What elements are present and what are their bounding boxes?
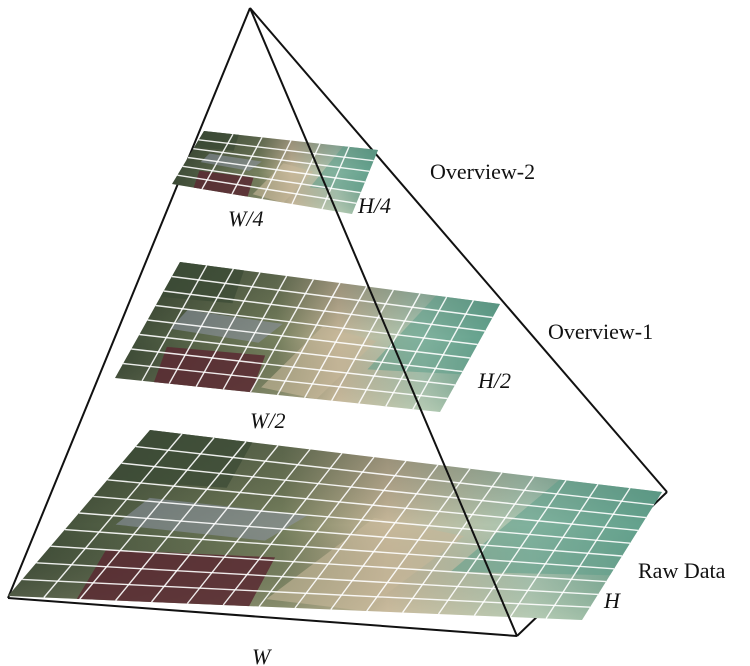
grid-line [147, 319, 471, 359]
grid-line [182, 165, 361, 194]
edge-apex-right [249, 7, 668, 493]
label-raw-data: Raw Data [638, 558, 726, 583]
grid-line [163, 290, 486, 332]
grid-line [139, 333, 463, 373]
label-h-4: H/4 [357, 193, 391, 218]
water-patch [367, 295, 500, 375]
grid-line [171, 275, 493, 319]
grid-line [155, 304, 478, 346]
vegetation-patch [160, 262, 244, 304]
grid-line [123, 362, 448, 400]
edge-base-front [7, 597, 518, 637]
label-w-4: W/4 [228, 206, 263, 231]
tile-raw-data [8, 430, 662, 620]
grid-line [64, 528, 615, 570]
grid-line [78, 512, 623, 557]
label-w: W [252, 644, 272, 666]
tile-overview-1 [115, 262, 500, 412]
edge-apex-front [249, 7, 518, 637]
farmland-patch [76, 549, 276, 607]
grid-line [36, 562, 599, 596]
grid-line [121, 462, 647, 519]
grid-line [198, 139, 374, 162]
grid-line [177, 174, 357, 205]
farmland-patch [154, 346, 266, 393]
settlement-patch [115, 497, 308, 541]
grid-line [135, 445, 655, 506]
grid-line [107, 479, 639, 532]
label-h: H [603, 588, 621, 613]
label-w-2: W/2 [250, 408, 285, 433]
label-overview-1: Overview-1 [548, 319, 653, 344]
water-patch [450, 479, 662, 576]
grid-line [131, 348, 456, 386]
grid-line [50, 545, 607, 583]
pyramid-levels [8, 131, 662, 620]
grid-line [187, 156, 366, 183]
edge-apex-left [7, 7, 251, 599]
grid-line [93, 495, 631, 544]
grid-line [22, 578, 591, 608]
tile-overview-2 [172, 131, 378, 214]
label-overview-2: Overview-2 [430, 159, 535, 184]
vegetation-patch [194, 131, 239, 151]
label-h-2: H/2 [477, 368, 511, 393]
water-patch [309, 146, 378, 192]
grid-line [193, 147, 370, 173]
